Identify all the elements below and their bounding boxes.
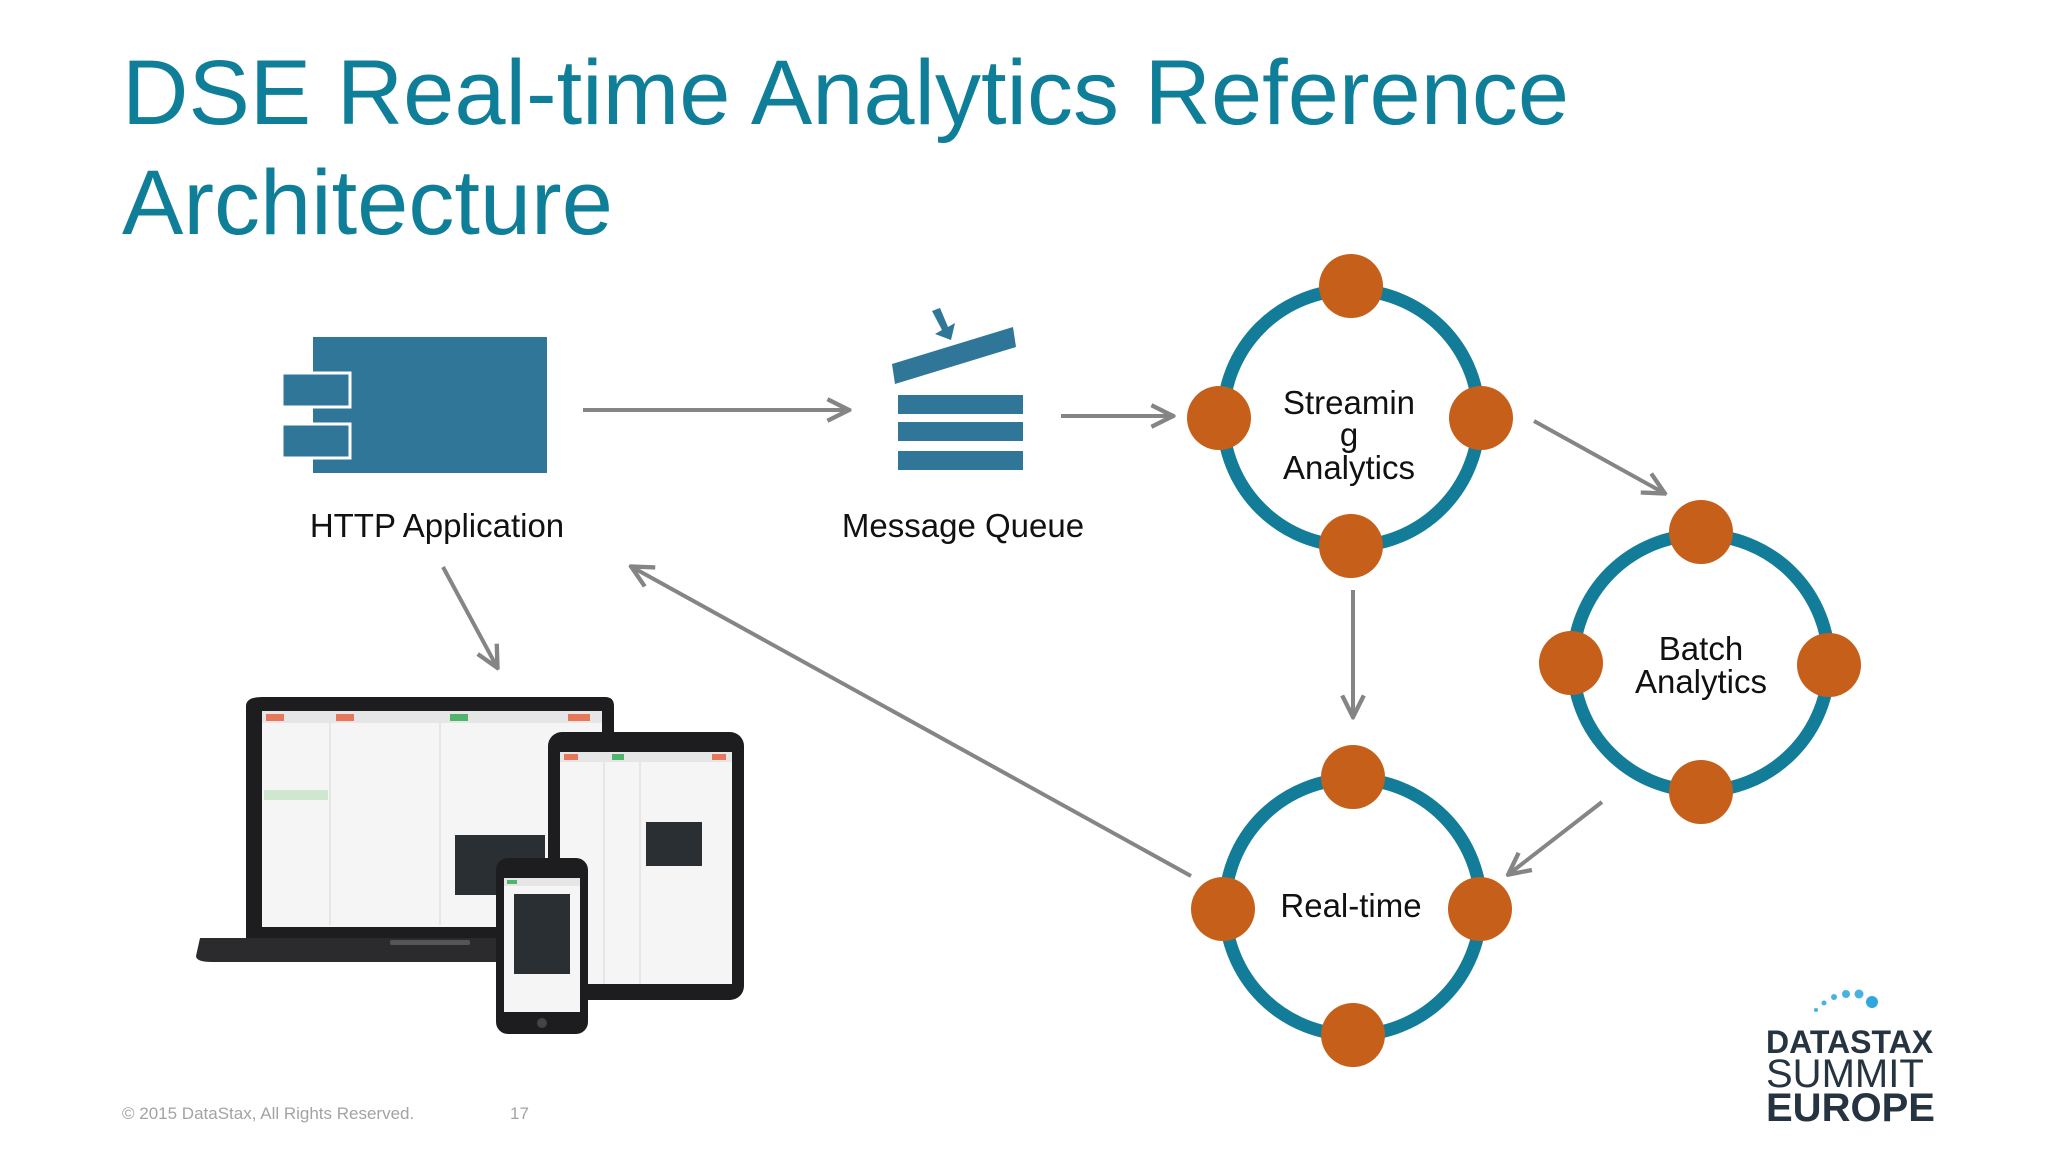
logo-datastax: DATASTAX (1766, 1024, 1934, 1060)
arrow-realtime-to-http (632, 567, 1192, 878)
logo-europe: EUROPE (1766, 1086, 1935, 1130)
title-line-1: DSE Real-time Analytics Reference (122, 42, 1570, 144)
devices-illustration (196, 697, 744, 1034)
title-line-2: Architecture (122, 152, 613, 254)
arrow-streaming-to-batch (1533, 419, 1664, 493)
copyright-notice: © 2015 DataStax, All Rights Reserved. (122, 1104, 415, 1123)
realtime-node: Real-time (1191, 745, 1512, 1067)
streaming-label-1: Streamin (1283, 384, 1415, 421)
message-queue-label: Message Queue (842, 507, 1084, 544)
streaming-label-2: g (1340, 416, 1358, 453)
slide-title: DSE Real-time Analytics Reference Archit… (122, 38, 1922, 258)
realtime-label: Real-time (1280, 887, 1421, 924)
flow-arrows (441, 410, 1664, 878)
datastax-summit-logo: DATASTAX SUMMIT EUROPE (1766, 980, 1966, 1130)
arrow-batch-to-realtime (1509, 800, 1604, 874)
logo-dots-icon (1814, 989, 1878, 1012)
batch-analytics-node: Batch Analytics (1539, 500, 1861, 824)
http-application-label: HTTP Application (310, 507, 564, 544)
component-icon (280, 337, 547, 473)
batch-label-2: Analytics (1635, 663, 1767, 700)
message-queue-icon (892, 308, 1023, 470)
logo-summit: SUMMIT (1766, 1052, 1924, 1096)
page-number: 17 (510, 1104, 529, 1123)
phone-icon (496, 858, 588, 1034)
streaming-label-3: Analytics (1283, 449, 1415, 486)
streaming-analytics-node: Streamin g Analytics (1187, 254, 1513, 578)
tablet-icon (548, 732, 744, 1000)
arrow-http-to-devices (441, 566, 497, 667)
batch-label-1: Batch (1659, 630, 1743, 667)
